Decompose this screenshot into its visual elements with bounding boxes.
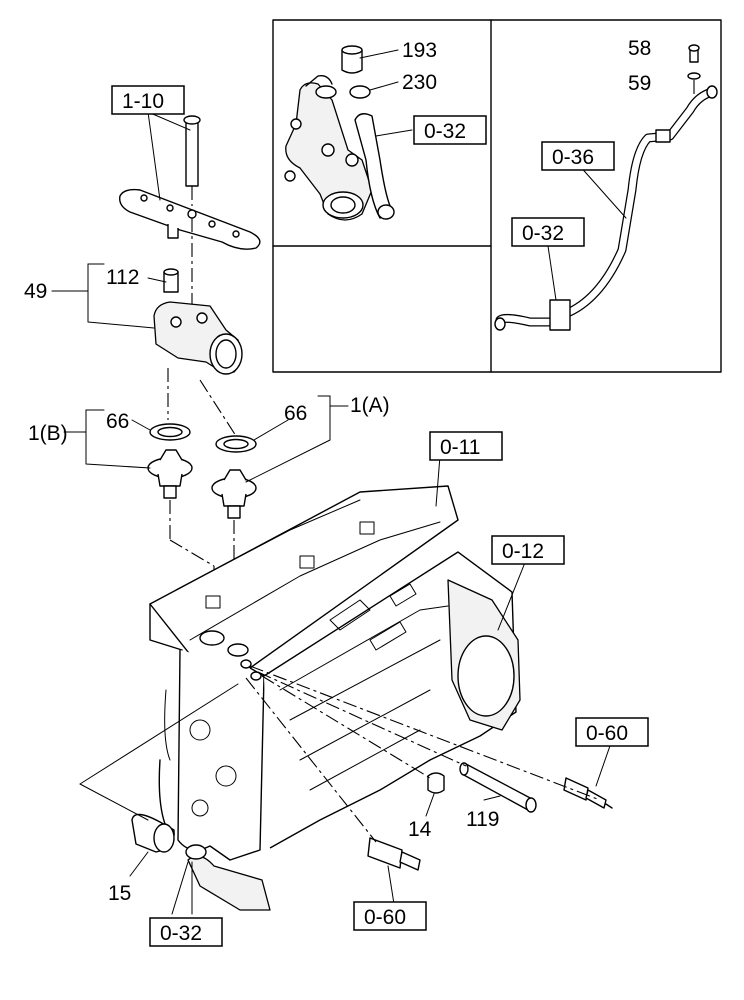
cylinder-block <box>149 485 521 861</box>
clip-bottom-part <box>185 844 207 860</box>
callout-box-0-36: 0-36 <box>541 141 615 171</box>
sensor-right-part <box>563 777 589 801</box>
callout-66-left: 66 <box>106 410 129 433</box>
callout-1a: 1(A) <box>350 394 390 417</box>
callout-66-right: 66 <box>284 402 307 425</box>
callout-box-0-12: 0-12 <box>491 535 565 565</box>
block-side-part <box>177 649 265 861</box>
inset-frame <box>272 19 722 373</box>
clip-230-part <box>349 85 371 99</box>
svg-text:0-32: 0-32 <box>160 922 202 945</box>
callout-box-0-60-bottom: 0-60 <box>353 901 427 931</box>
svg-text:0-32: 0-32 <box>424 120 466 143</box>
svg-text:0-36: 0-36 <box>552 146 594 169</box>
callout-112: 112 <box>106 266 139 289</box>
svg-text:0-32: 0-32 <box>522 222 564 245</box>
callout-box-0-11: 0-11 <box>429 431 503 461</box>
inset-thermostat-housing <box>284 45 413 221</box>
callout-119: 119 <box>466 808 499 831</box>
callout-box-0-32-bottom: 0-32 <box>149 917 223 947</box>
svg-text:0-60: 0-60 <box>586 722 628 745</box>
callout-box-0-60-right: 0-60 <box>575 717 649 747</box>
callout-15: 15 <box>108 882 131 905</box>
inset-coolant-pipe <box>494 44 718 331</box>
callout-box-1-10: 1-10 <box>111 85 185 115</box>
callout-59: 59 <box>628 72 651 95</box>
thermostat-1b-part <box>147 449 193 499</box>
callout-box-0-32-pipe: 0-32 <box>511 217 585 247</box>
thermostat-assembly <box>51 111 349 640</box>
hose-bottom-part <box>187 855 271 911</box>
sleeve-119-part <box>461 763 535 811</box>
thermostat-1a-part <box>211 469 257 519</box>
callout-193: 193 <box>402 39 437 62</box>
hose-inset-part <box>354 113 393 219</box>
svg-text:0-60: 0-60 <box>364 906 406 929</box>
callout-1b: 1(B) <box>28 422 68 445</box>
svg-text:0-11: 0-11 <box>440 436 480 459</box>
washer-59-part <box>687 72 701 80</box>
callout-49: 49 <box>24 280 47 303</box>
pipe-bracket-part <box>549 299 571 331</box>
callout-14: 14 <box>408 818 432 841</box>
lower-parts <box>79 455 613 915</box>
plug-14-part <box>427 772 445 794</box>
bolt-part <box>185 119 199 187</box>
callout-230: 230 <box>402 71 437 94</box>
svg-text:1-10: 1-10 <box>122 90 164 113</box>
callout-box-0-32-inset: 0-32 <box>413 115 487 145</box>
callout-58: 58 <box>628 37 651 60</box>
sensor-bottom-part <box>367 837 403 869</box>
bracket-plate-part <box>119 188 261 250</box>
svg-text:0-12: 0-12 <box>502 540 544 563</box>
